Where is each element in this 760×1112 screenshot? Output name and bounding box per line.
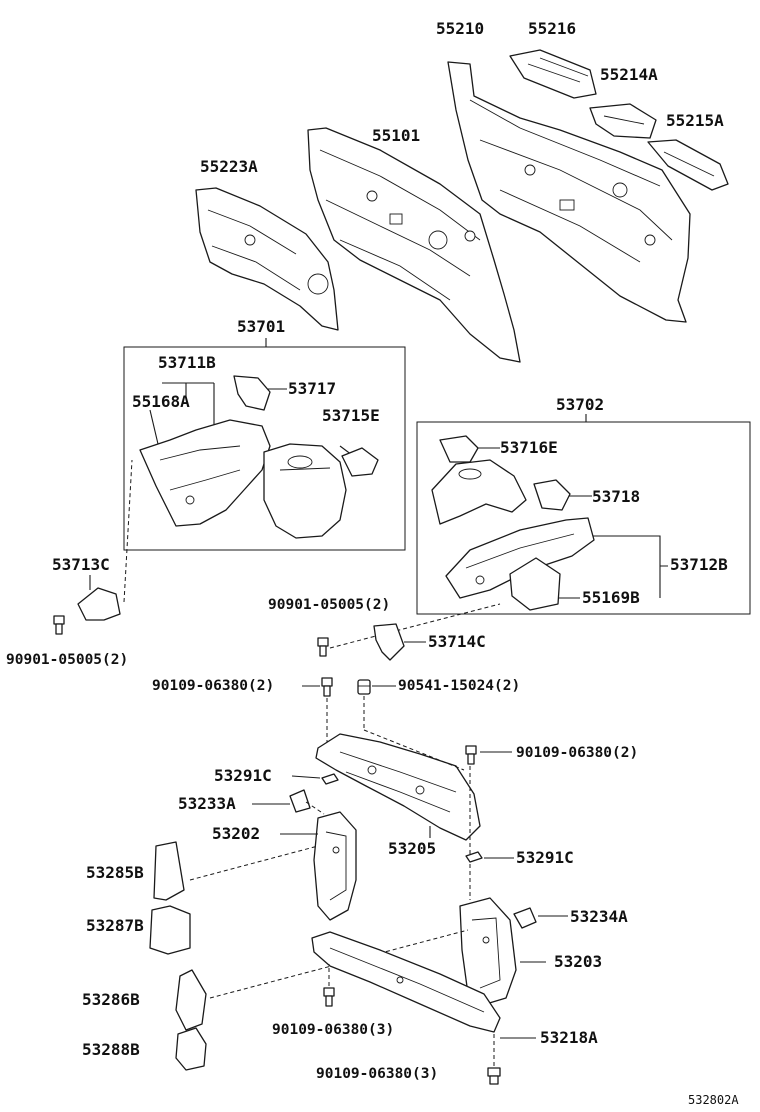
suspension-tower-55168A [263,443,347,539]
label-55215A: 55215A [666,111,724,130]
seal-53288B [175,1027,207,1071]
label-55168A: 55168A [132,392,190,411]
label-55214A: 55214A [600,65,658,84]
label-53718: 53718 [592,487,641,506]
silencer-pad-55215A [647,139,729,191]
dash-insulator-55223A [195,187,339,331]
bracket-53233A [289,789,311,813]
bracket-53718 [533,479,571,511]
label-55210: 55210 [436,19,485,38]
lower-support-53218A [311,931,501,1033]
label-53702: 53702 [556,395,605,414]
label-55101: 55101 [372,126,421,145]
label-53701: 53701 [237,317,286,336]
label-53287B: 53287B [86,916,144,935]
bolt-90901-05005-right [317,637,329,657]
label-53711B: 53711B [158,353,216,372]
bracket-53717 [233,375,271,411]
label-53714C: 53714C [428,632,486,651]
label-53713C: 53713C [52,555,110,574]
bolt-90109-06380-lower-right [487,1067,501,1085]
bolt-90901-05005-left [53,615,65,635]
figure-code: 532802A [688,1093,739,1107]
label-55169B: 55169B [582,588,640,607]
bracket-53234A [513,907,537,929]
label-53285B: 53285B [86,863,144,882]
seal-53286B [175,969,207,1031]
label-90901-05005-right: 90901-05005(2) [268,597,391,613]
label-90901-05005-left: 90901-05005(2) [6,652,129,668]
seal-53285B [153,841,185,901]
label-90109-06380-d: 90109-06380(3) [316,1066,439,1082]
seal-53287B [149,905,191,955]
label-53234A: 53234A [570,907,628,926]
label-55216: 55216 [528,19,577,38]
apron-member-53712B [445,517,595,599]
label-53717: 53717 [288,379,337,398]
label-90109-06380-c: 90109-06380(3) [272,1022,395,1038]
label-53716E: 53716E [500,438,558,457]
silencer-pad-55216 [509,49,597,99]
suspension-tower-53716E [431,435,527,525]
bracket-53714C [373,623,405,661]
clip-53291C-upper [321,773,339,785]
label-53218A: 53218A [540,1028,598,1047]
side-support-53202 [313,811,357,921]
dash-panel-silencer-55210 [447,61,691,323]
apron-member-53711B [139,419,271,527]
label-53205: 53205 [388,839,437,858]
label-90109-06380-b: 90109-06380(2) [516,745,639,761]
assembly-box-53701 [123,346,406,551]
label-55223A: 55223A [200,157,258,176]
label-53233A: 53233A [178,794,236,813]
label-90541-15024: 90541-15024(2) [398,678,521,694]
bracket-53713C [77,587,121,621]
bolt-90109-06380-upper-left [321,677,333,697]
clip-90541-15024 [357,679,371,695]
assembly-box-53702 [416,421,751,615]
side-support-53203 [459,897,517,1005]
label-53288B: 53288B [82,1040,140,1059]
label-53202: 53202 [212,824,261,843]
label-53291C-upper: 53291C [214,766,272,785]
bracket-55169B [509,557,561,611]
clip-53291C-lower [465,851,483,863]
label-53286B: 53286B [82,990,140,1009]
silencer-pad-55214A [589,103,657,139]
bolt-90109-06380-lower-middle [323,987,335,1007]
label-90109-06380-a: 90109-06380(2) [152,678,275,694]
label-53203: 53203 [554,952,603,971]
label-53712B: 53712B [670,555,728,574]
bolt-90109-06380-upper-right [465,745,477,765]
label-53291C-lower: 53291C [516,848,574,867]
bracket-53715E [341,447,379,477]
dash-panel-55101 [307,127,521,363]
label-53715E: 53715E [322,406,380,425]
